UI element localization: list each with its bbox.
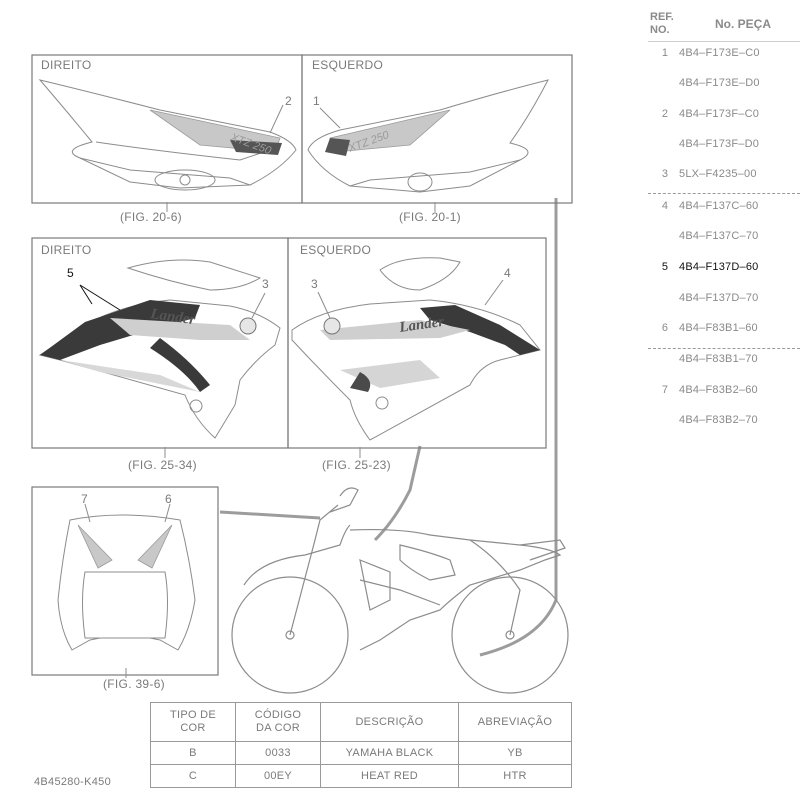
color-table-cell: 00EY xyxy=(235,764,321,788)
color-table-cell: C xyxy=(150,764,236,788)
parts-list-header-part: No. PEÇA xyxy=(715,17,772,31)
callout-2[interactable]: 2 xyxy=(285,94,292,108)
parts-row-part[interactable]: 4B4–F83B1–70 xyxy=(679,353,758,365)
label-direito-mid: DIREITO xyxy=(41,243,92,257)
leader-line-ref-6 xyxy=(164,503,171,523)
fig-ref-20-1[interactable]: (FIG. 20-1) xyxy=(399,210,461,224)
parts-row-part[interactable]: 4B4–F173E–D0 xyxy=(679,77,760,89)
fig-ref-25-34[interactable]: (FIG. 25-34) xyxy=(128,458,197,472)
color-table-header-descricao: DESCRIÇÃO xyxy=(320,702,459,742)
parts-row-part[interactable]: 4B4–F173F–C0 xyxy=(679,108,760,120)
motorcycle-drawing xyxy=(231,487,569,694)
parts-row-part[interactable]: 4B4–F173F–D0 xyxy=(679,138,760,150)
parts-list-header-ref-line2: NO. xyxy=(650,24,670,36)
parts-row-ref: 6 xyxy=(661,322,668,334)
color-table-header-text: COR xyxy=(180,722,206,734)
tank-shroud-left-drawing xyxy=(291,257,541,441)
color-table-header-text: CÓDIGO xyxy=(254,709,302,721)
panel-tank-shroud-left: Lander xyxy=(287,237,547,458)
parts-row-part[interactable]: 4B4–F173E–C0 xyxy=(679,47,760,59)
side-cover-left-decal: XTZ 250 xyxy=(325,109,451,156)
panel-tank-shroud-right: Lander xyxy=(31,237,289,458)
leader-line-ref-5b xyxy=(79,284,121,311)
color-table-cell: HTR xyxy=(458,764,572,788)
color-table-cell: B xyxy=(150,741,236,765)
parts-row-part[interactable]: 4B4–F137C–70 xyxy=(679,230,759,242)
callout-5[interactable]: 5 xyxy=(67,266,74,280)
tank-shroud-right-decal-text: Lander xyxy=(148,306,196,328)
parts-row-part[interactable]: 4B4–F137C–60 xyxy=(679,200,759,212)
callout-3-left[interactable]: 3 xyxy=(311,277,318,291)
panel-headlight-cover xyxy=(31,486,219,678)
label-esquerdo-mid: ESQUERDO xyxy=(300,243,372,257)
color-table-header-row: TIPO DE COR CÓDIGO DA COR DESCRIÇÃO ABRE… xyxy=(150,702,572,742)
leader-line-ref-7 xyxy=(84,503,91,523)
parts-list-separator xyxy=(648,193,800,194)
parts-row-ref: 3 xyxy=(661,168,668,180)
side-cover-right-drawing xyxy=(38,79,297,191)
parts-list-header-ref-line1: REF. xyxy=(650,11,674,23)
leader-line-ref-3-left xyxy=(317,291,331,319)
parts-row-ref: 2 xyxy=(661,108,668,120)
color-table: TIPO DE COR CÓDIGO DA COR DESCRIÇÃO ABRE… xyxy=(150,702,572,788)
label-direito-top: DIREITO xyxy=(41,58,92,72)
color-table-header-text: DA COR xyxy=(256,722,300,734)
label-esquerdo-top: ESQUERDO xyxy=(312,58,384,72)
side-cover-right-decal: XTZ 250 xyxy=(149,109,282,158)
leader-lines xyxy=(219,198,558,657)
tank-emblem-right xyxy=(239,317,257,335)
color-table-cell: 0033 xyxy=(235,741,321,765)
parts-row-part[interactable]: 4B4–F83B1–60 xyxy=(679,322,758,334)
parts-row-part[interactable]: 5LX–F4235–00 xyxy=(679,168,757,180)
color-table-row: C 00EY HEAT RED HTR xyxy=(150,764,572,788)
leader-line-ref-2 xyxy=(269,104,284,134)
color-table-header-tipo: TIPO DE COR xyxy=(150,702,236,742)
color-table-cell: HEAT RED xyxy=(320,764,459,788)
callout-7[interactable]: 7 xyxy=(81,492,88,506)
color-table-header-text: TIPO DE xyxy=(169,709,217,721)
tank-shroud-right-decal: Lander xyxy=(40,300,257,392)
callout-1[interactable]: 1 xyxy=(313,94,320,108)
color-table-header-abreviacao: ABREVIAÇÃO xyxy=(458,702,572,742)
headlight-cover-drawing xyxy=(57,514,196,651)
parts-row-ref: 7 xyxy=(661,384,668,396)
fig-ref-20-6[interactable]: (FIG. 20-6) xyxy=(120,210,182,224)
leader-line-ref-3-right xyxy=(251,292,266,319)
tank-shroud-left-decal-text: Lander xyxy=(397,314,445,336)
leader-line-ref-5a xyxy=(79,284,93,305)
parts-row-ref: 1 xyxy=(661,47,668,59)
color-table-row: B 0033 YAMAHA BLACK YB xyxy=(150,741,572,765)
color-table-header-codigo: CÓDIGO DA COR xyxy=(235,702,321,742)
callout-4[interactable]: 4 xyxy=(504,266,511,280)
parts-list-header-ref: REF. NO. xyxy=(650,11,674,37)
panel-side-cover-right: XTZ 250 xyxy=(31,54,303,212)
parts-list-separator xyxy=(648,348,800,349)
parts-row-ref: 4 xyxy=(661,200,668,212)
fig-ref-25-23[interactable]: (FIG. 25-23) xyxy=(322,458,391,472)
panel-side-cover-left: XTZ 250 xyxy=(301,54,573,212)
tank-emblem-left xyxy=(323,317,341,335)
parts-row-part-highlighted[interactable]: 4B4–F137D–60 xyxy=(679,261,759,273)
parts-row-part[interactable]: 4B4–F137D–70 xyxy=(679,292,759,304)
parts-list-header-rule xyxy=(648,41,800,42)
diagram-code: 4B45280-K450 xyxy=(34,776,111,788)
callout-6[interactable]: 6 xyxy=(165,492,172,506)
parts-row-part[interactable]: 4B4–F83B2–70 xyxy=(679,414,758,426)
color-table-cell: YB xyxy=(458,741,572,765)
parts-row-part[interactable]: 4B4–F83B2–60 xyxy=(679,384,758,396)
leader-line-ref-4 xyxy=(484,279,504,306)
side-cover-left-drawing xyxy=(307,79,549,193)
tank-shroud-left-decal: Lander xyxy=(320,305,540,392)
color-table-cell: YAMAHA BLACK xyxy=(320,741,459,765)
callout-3-right[interactable]: 3 xyxy=(262,277,269,291)
leader-line-ref-1 xyxy=(319,107,341,129)
fig-ref-39-6[interactable]: (FIG. 39-6) xyxy=(103,677,165,691)
headlight-cover-decal xyxy=(77,524,173,569)
parts-row-ref-highlighted: 5 xyxy=(661,261,668,273)
